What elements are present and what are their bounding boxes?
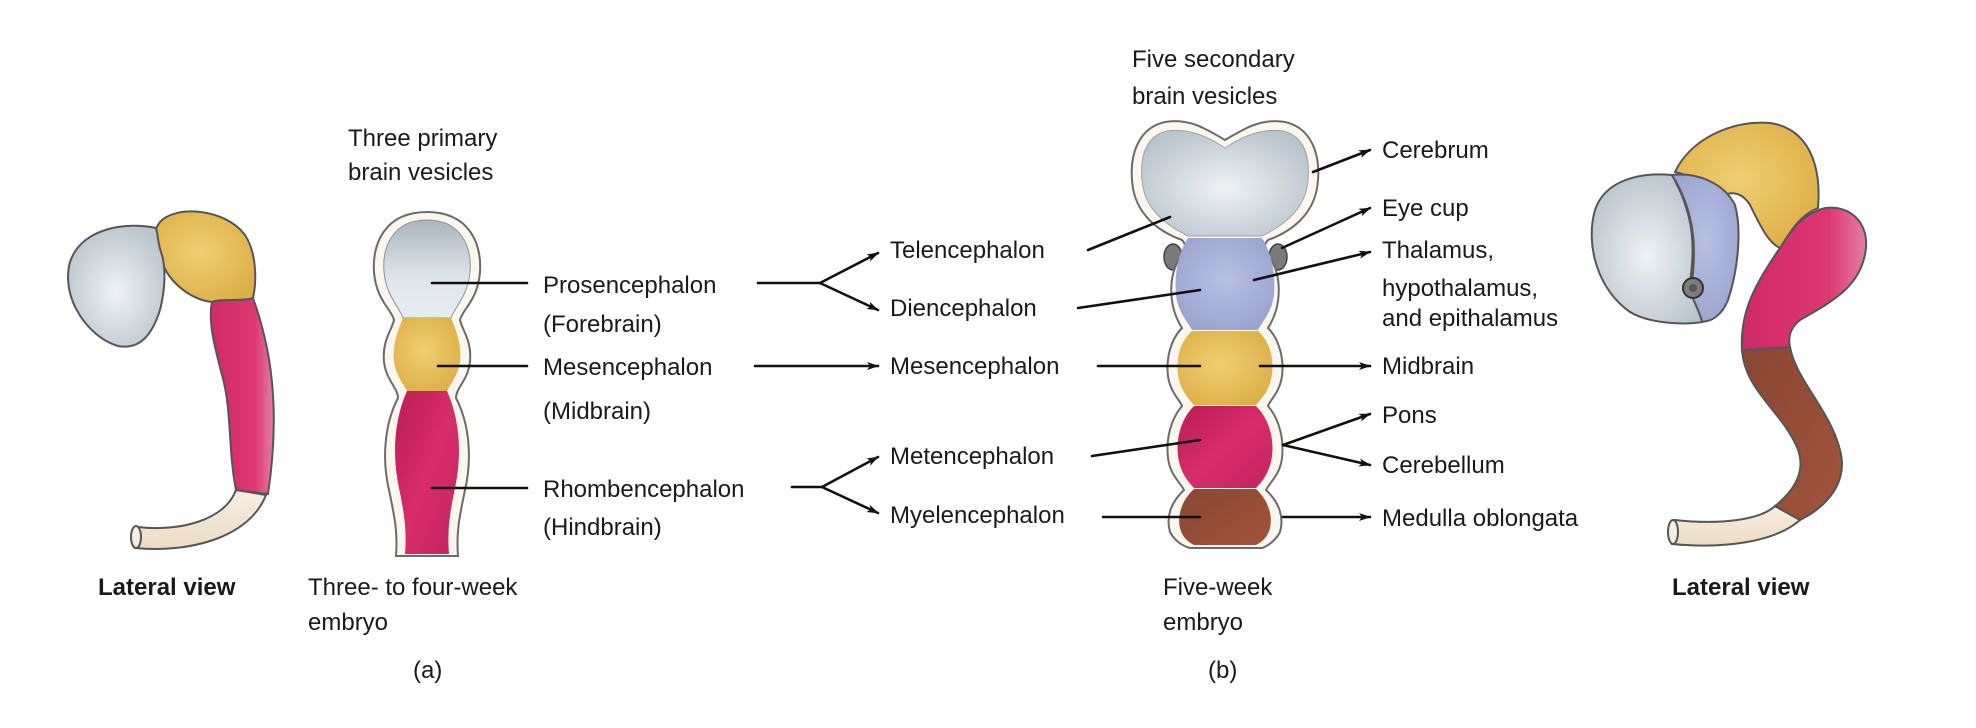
arrow-to-eye-cup — [1280, 206, 1372, 250]
primary-forebrain-grey — [383, 219, 471, 319]
arrow-to-myelencephalon — [820, 485, 880, 515]
secondary-myelencephalon-brown — [1179, 489, 1271, 545]
caption-five-week-line1: Five-week — [1163, 574, 1273, 601]
arrow-to-telencephalon — [818, 251, 880, 285]
label-pons: Pons — [1382, 402, 1437, 429]
label-myelencephalon: Myelencephalon — [890, 502, 1065, 529]
heading-three-primary-line2: brain vesicles — [348, 159, 493, 186]
label-thalamus-line1: Thalamus, — [1382, 237, 1494, 264]
adult-structure-labels: Cerebrum Eye cup Thalamus, hypothalamus,… — [1382, 137, 1579, 532]
label-cerebellum: Cerebellum — [1382, 452, 1505, 479]
lateral-forebrain-grey — [67, 224, 166, 348]
arrow-to-metencephalon — [820, 455, 880, 489]
caption-lateral-view-b: Lateral view — [1672, 574, 1810, 601]
lateral-hindbrain-magenta — [209, 292, 275, 496]
panel-letter-b: (b) — [1208, 657, 1237, 684]
secondary-mesencephalon-yellow — [1177, 331, 1273, 405]
secondary-metencephalon-magenta — [1177, 406, 1273, 488]
panel-b-lateral-view — [1590, 121, 1868, 547]
panel-a-leader-lines — [430, 281, 529, 490]
label-eye-cup: Eye cup — [1382, 195, 1469, 222]
panel-a-primary-tube — [372, 210, 482, 557]
caption-three-four-week-line1: Three- to four-week — [308, 574, 518, 601]
panel-b-left-leader-lines — [1076, 215, 1202, 519]
label-hindbrain: (Hindbrain) — [543, 514, 662, 541]
panel-letter-a: (a) — [413, 657, 442, 684]
arrow-to-cerebrum — [1311, 148, 1372, 174]
caption-five-week-line2: embryo — [1163, 609, 1243, 636]
lateral-spinal-cord-tube — [133, 488, 268, 550]
panel-b-heading: Five secondary brain vesicles — [1132, 46, 1295, 110]
lateral-b-hindbrain-magenta — [1740, 206, 1868, 352]
secondary-vesicle-labels: Telencephalon Diencephalon Mesencephalon… — [890, 237, 1065, 529]
label-diencephalon: Diencephalon — [890, 295, 1037, 322]
lateral-b-spinal-cord-opening — [1667, 519, 1679, 545]
heading-five-secondary-line1: Five secondary — [1132, 46, 1295, 73]
panel-a-lateral-view — [67, 210, 275, 550]
label-rhombencephalon: Rhombencephalon — [543, 476, 744, 503]
label-medulla-oblongata: Medulla oblongata — [1382, 505, 1579, 532]
label-midbrain-common: (Midbrain) — [543, 398, 651, 425]
heading-five-secondary-line2: brain vesicles — [1132, 83, 1277, 110]
lateral-spinal-cord-opening — [130, 525, 142, 549]
label-prosencephalon: Prosencephalon — [543, 272, 716, 299]
label-mesencephalon-secondary: Mesencephalon — [890, 353, 1059, 380]
label-mesencephalon-primary: Mesencephalon — [543, 354, 712, 381]
lateral-b-spinal-cord-tube — [1670, 504, 1802, 547]
secondary-telencephalon-grey — [1141, 129, 1309, 237]
lateral-midbrain-yellow — [153, 210, 257, 304]
primary-hindbrain-magenta — [395, 391, 459, 554]
arrow-to-thalamus — [1252, 250, 1372, 282]
leader-diencephalon — [1076, 288, 1202, 310]
captions: Lateral view Three- to four-week embryo … — [98, 574, 1810, 684]
panel-b-right-arrows — [1252, 148, 1372, 521]
arrow-to-pons — [1281, 412, 1372, 447]
secondary-diencephalon-lavender — [1175, 238, 1275, 330]
lateral-b-telencephalon-grey — [1590, 173, 1704, 325]
lateral-b-medulla-brown — [1740, 345, 1843, 522]
arrow-to-diencephalon — [818, 281, 880, 312]
eye-cup-lateral-pupil — [1689, 284, 1697, 292]
label-thalamus-line2: hypothalamus, — [1382, 275, 1538, 302]
primary-vesicle-labels: Prosencephalon (Forebrain) Mesencephalon… — [543, 272, 744, 541]
label-cerebrum: Cerebrum — [1382, 137, 1489, 164]
lateral-b-diencephalon-lavender — [1670, 173, 1740, 324]
label-thalamus-line3: and epithalamus — [1382, 305, 1558, 332]
primary-midbrain-yellow — [393, 318, 461, 391]
caption-lateral-view-a: Lateral view — [98, 574, 236, 601]
leader-telencephalon — [1086, 215, 1172, 252]
label-forebrain: (Forebrain) — [543, 311, 662, 338]
primary-to-secondary-arrows — [753, 251, 880, 515]
panel-a-heading: Three primary brain vesicles — [348, 125, 497, 186]
leader-metencephalon — [1090, 438, 1202, 458]
panel-b-secondary-tube — [1130, 120, 1320, 549]
label-telencephalon: Telencephalon — [890, 237, 1045, 264]
heading-three-primary-line1: Three primary — [348, 125, 497, 152]
caption-three-four-week-line2: embryo — [308, 609, 388, 636]
label-midbrain-adult: Midbrain — [1382, 353, 1474, 380]
arrow-to-cerebellum — [1281, 443, 1372, 467]
label-metencephalon: Metencephalon — [890, 443, 1054, 470]
